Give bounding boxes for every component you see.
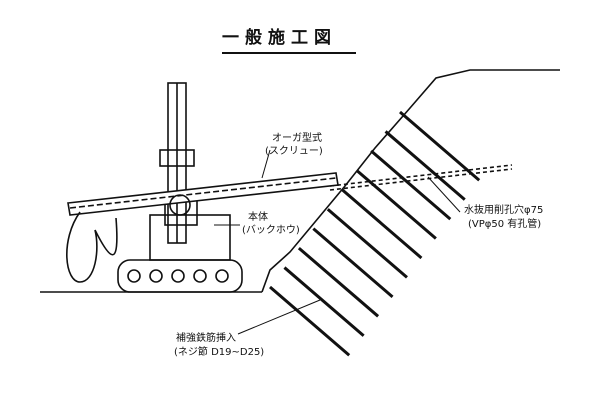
- rebar-3: [370, 149, 452, 221]
- hydraulic-hose: [66, 211, 118, 283]
- rebar-label: 補強鉄筋挿入: [176, 333, 236, 344]
- backhoe-machine: [66, 82, 339, 293]
- rebar-5: [341, 188, 423, 260]
- rebar-spec-label: (ネジ節 D19~D25): [174, 347, 265, 358]
- rebar-2: [384, 130, 466, 201]
- leader-auger: [261, 149, 271, 179]
- mast-head: [159, 149, 195, 167]
- machine-body: [149, 214, 231, 261]
- diagram-title: 一般施工図: [222, 28, 337, 48]
- drain-hole-line-2: [329, 168, 513, 191]
- rebar-8: [297, 246, 380, 318]
- rebar-9: [283, 266, 365, 337]
- body-label: 本体: [248, 212, 268, 223]
- leader-drain: [427, 176, 461, 213]
- rebar-1: [399, 110, 481, 182]
- rebar-6: [326, 208, 408, 279]
- drain-hole-label: 水抜用削孔穴φ75: [464, 205, 544, 216]
- rebar-10: [269, 285, 351, 357]
- slope-face: [261, 69, 560, 293]
- drain-pipe-label: (VPφ50 有孔管): [468, 219, 542, 230]
- rebar-7: [312, 227, 394, 299]
- auger-type-label: (スクリュー): [265, 146, 323, 157]
- track-rollers: [127, 269, 229, 283]
- leader-rebar: [237, 299, 321, 335]
- body-type-label: (バックホウ): [242, 225, 300, 236]
- crawler-track: [117, 259, 243, 293]
- auger-boom: [67, 172, 339, 216]
- title-underline: [222, 52, 356, 54]
- drain-hole-line: [329, 164, 513, 187]
- auger-label: オーガ型式: [272, 133, 322, 144]
- rebar-group: [269, 110, 481, 357]
- rebar-4: [355, 169, 437, 240]
- pivot: [169, 194, 191, 216]
